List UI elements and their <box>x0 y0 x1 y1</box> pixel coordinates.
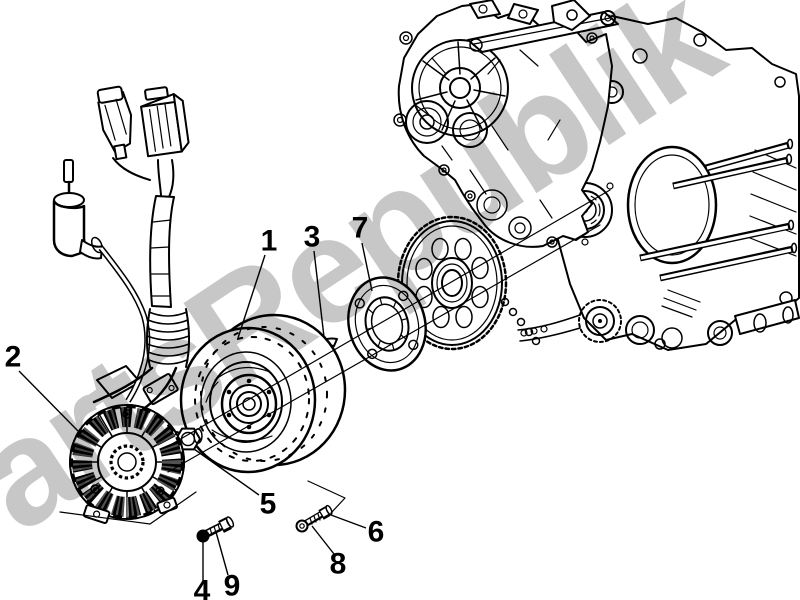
stud <box>672 153 793 190</box>
part-number-label: 2 <box>5 341 22 374</box>
callout-1: 1 <box>237 225 278 339</box>
part-number-label: 5 <box>260 488 277 521</box>
crankcase-studs <box>639 138 798 282</box>
leader-line <box>237 254 266 339</box>
stator-wire <box>92 366 154 404</box>
callout-7: 7 <box>352 212 373 292</box>
callout-5: 5 <box>193 448 277 521</box>
leader-line <box>330 514 367 529</box>
tape-wrap <box>146 308 190 368</box>
assembly-axis-lines <box>167 189 611 473</box>
leader-line <box>361 242 373 292</box>
callout-8: 8 <box>311 525 347 581</box>
flange-bolt-with-washer <box>196 516 235 543</box>
part-number-label: 4 <box>194 575 211 600</box>
leader-line <box>193 448 260 496</box>
callout-6: 6 <box>330 514 385 549</box>
part-number-label: 3 <box>304 221 321 254</box>
stator-windings <box>72 407 182 517</box>
oil-pump-sprocket <box>517 289 800 349</box>
callout-3: 3 <box>304 221 325 338</box>
callout-2: 2 <box>5 341 79 432</box>
stud <box>639 219 795 262</box>
part-number-label: 7 <box>352 212 369 245</box>
wire-loom <box>149 195 175 308</box>
flange-bolt <box>295 504 333 533</box>
stud <box>705 138 794 172</box>
cap-elbow <box>79 239 103 260</box>
bolt-head <box>295 519 309 533</box>
callouts-layer: 1 2 3 4 5 6 7 8 9 <box>5 212 385 600</box>
bolt-bracket-lines <box>59 480 346 525</box>
stud <box>659 242 798 282</box>
starter-ring-gear <box>396 215 508 351</box>
stator-wire <box>140 366 178 412</box>
leader-line <box>18 370 79 432</box>
part-number-label: 1 <box>261 225 278 258</box>
part-number-label: 6 <box>368 516 385 549</box>
part-number-label: 9 <box>224 570 241 600</box>
callout-4: 4 <box>194 541 211 600</box>
leader-line <box>311 525 335 555</box>
connector-wire <box>112 157 151 181</box>
washer <box>196 529 210 543</box>
wiring-harness <box>52 85 190 412</box>
terminal-blade <box>63 159 74 183</box>
bearing-boss <box>452 112 532 240</box>
engine-crankcase <box>393 0 800 351</box>
connector-wire <box>157 159 175 198</box>
spark-plug-cap <box>52 159 104 260</box>
cable-connector-small <box>96 85 133 161</box>
callout-9: 9 <box>215 531 241 600</box>
leader-line <box>215 531 229 576</box>
leader-line <box>313 250 325 338</box>
cable-connector-large <box>140 86 190 158</box>
cam-chain <box>500 297 541 346</box>
crankcase-cover-front <box>393 3 613 248</box>
engine-mount-arm <box>467 0 619 53</box>
part-number-label: 8 <box>330 548 347 581</box>
